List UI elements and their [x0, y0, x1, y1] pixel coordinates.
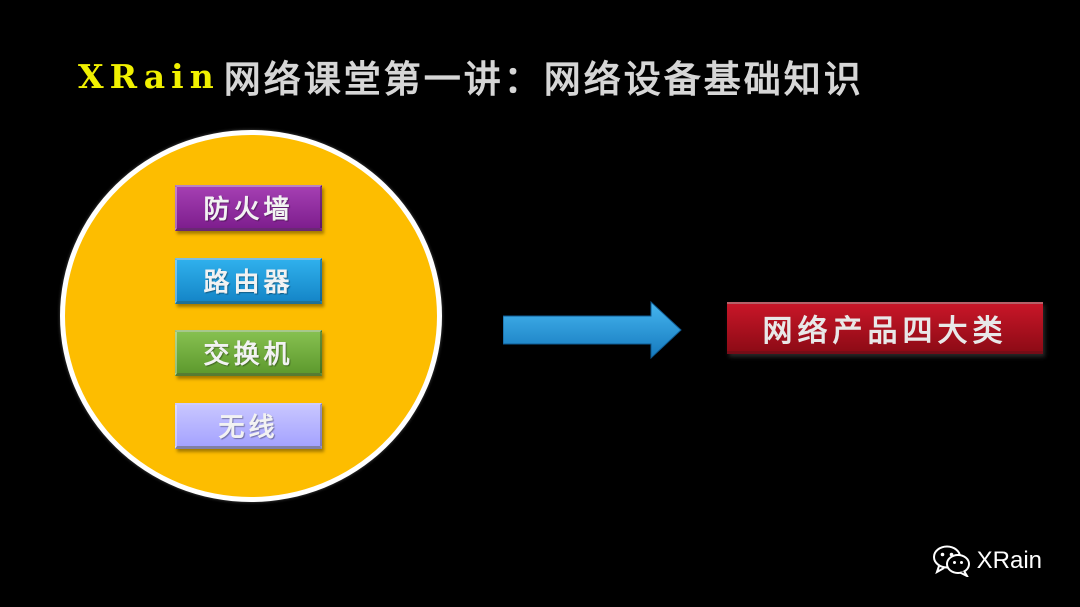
category-label: 网络产品四大类 — [727, 302, 1043, 354]
device-router: 路由器 — [175, 258, 322, 304]
device-firewall: 防火墙 — [175, 185, 322, 231]
slide-title: XRain 网络课堂第一讲：网络设备基础知识 — [78, 48, 864, 104]
right-arrow-icon — [503, 300, 682, 360]
device-wireless: 无线 — [175, 403, 322, 449]
device-switch: 交换机 — [175, 330, 322, 376]
watermark: XRain — [932, 545, 1042, 577]
watermark-text: XRain — [976, 547, 1042, 574]
wechat-icon — [932, 545, 970, 577]
title-brand: XRain — [78, 56, 220, 96]
title-text: 网络课堂第一讲：网络设备基础知识 — [223, 58, 864, 101]
